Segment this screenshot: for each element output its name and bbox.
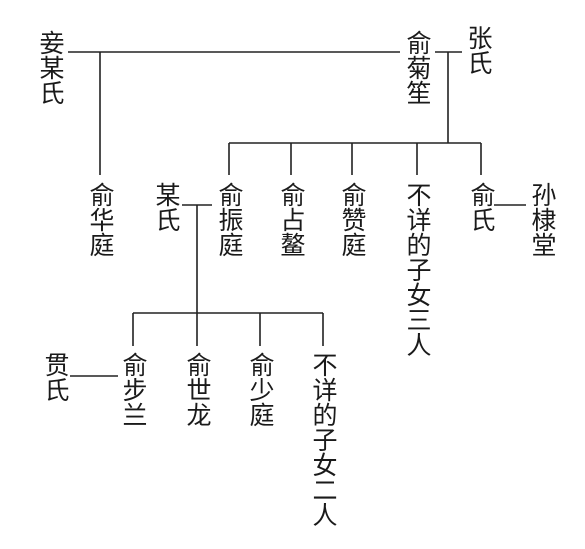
person-jiang-shi: 妾某氏 bbox=[36, 30, 65, 105]
person-yu-huating: 俞华庭 bbox=[86, 182, 115, 257]
person-yu-shaoting: 俞少庭 bbox=[246, 352, 275, 427]
person-yu-zanting: 俞赞庭 bbox=[338, 182, 367, 257]
person-yu-bulan: 俞步兰 bbox=[119, 352, 148, 427]
person-unknown-two: 不详的子女二人 bbox=[309, 352, 338, 527]
person-unknown-three: 不详的子女三人 bbox=[403, 182, 432, 357]
person-zhang-shi: 张氏 bbox=[464, 25, 493, 75]
person-yu-jusheng: 俞菊笙 bbox=[403, 30, 432, 105]
person-sun-lutang: 孙棣堂 bbox=[528, 182, 557, 257]
person-guan-shi: 贯氏 bbox=[41, 352, 70, 402]
person-mou-shi: 某氏 bbox=[152, 182, 181, 232]
person-yu-zhanao: 俞占鳌 bbox=[277, 182, 306, 257]
person-yu-shi: 俞氏 bbox=[467, 182, 496, 232]
person-yu-shilong: 俞世龙 bbox=[183, 352, 212, 427]
person-yu-zhenting: 俞振庭 bbox=[215, 182, 244, 257]
